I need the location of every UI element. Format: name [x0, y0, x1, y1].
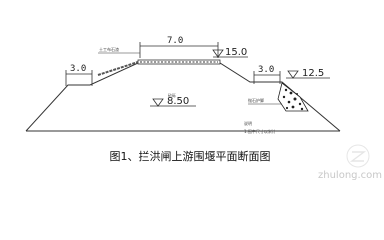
watermark-logo	[346, 144, 370, 168]
watermark-text: zhulong.com	[318, 170, 382, 181]
notes-title: 说明	[244, 120, 252, 126]
riprap-toe	[277, 82, 309, 112]
body-material-label: 砂砾	[168, 92, 176, 98]
base-elevation-triangle	[152, 98, 164, 107]
crest-elevation-label: 15.0	[225, 47, 247, 58]
notes-line: 1.图中尺寸以米计	[244, 128, 276, 134]
top-left-material-note: 土工布石渣	[99, 46, 119, 52]
right-elevation-label: 12.5	[302, 68, 324, 79]
crest-width-label: 7.0	[167, 36, 183, 46]
riprap-label: 抛石护脚	[248, 97, 264, 103]
diagram-canvas: 7.0 15.0 3.0 土工布石渣 3.0 12.5 砂砾 8.50 抛石护脚…	[25, 36, 382, 181]
cofferdam-section-diagram: 7.0 15.0 3.0 土工布石渣 3.0 12.5 砂砾 8.50 抛石护脚…	[25, 36, 382, 181]
left-berm-label: 3.0	[70, 64, 86, 74]
right-berm-label: 3.0	[258, 65, 274, 75]
right-elevation-triangle	[287, 70, 299, 79]
slope-geotextile	[97, 61, 139, 76]
base-elevation-label: 8.50	[167, 96, 189, 107]
figure-caption: 图1、拦洪闸上游围堰平面断面图	[110, 149, 271, 163]
crest-elevation-triangle	[212, 49, 224, 58]
